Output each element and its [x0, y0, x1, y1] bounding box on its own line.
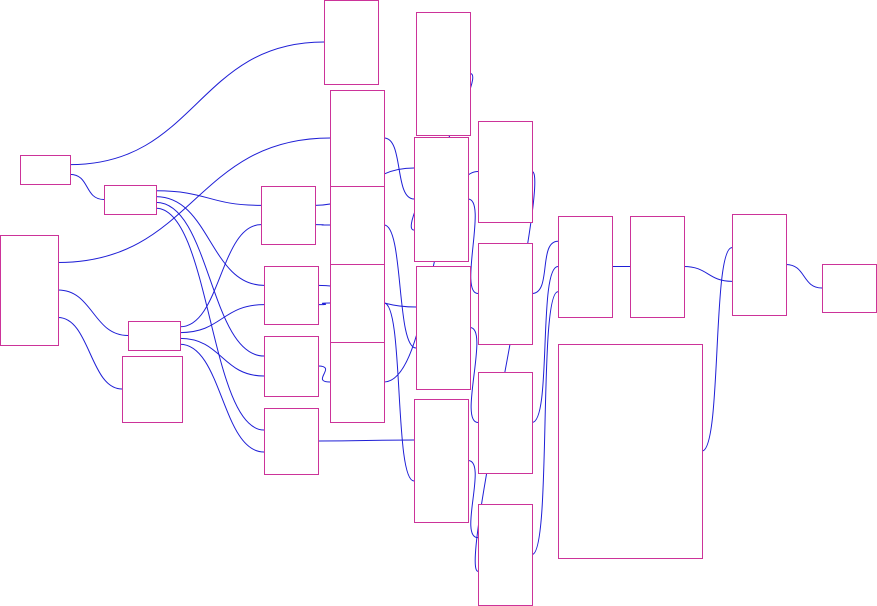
edge-n17-n21 — [469, 327, 479, 423]
edge-n02-n07 — [155, 190, 262, 206]
node-box-n16 — [414, 137, 469, 262]
node-box-n23 — [558, 344, 703, 559]
node-box-n04 — [128, 321, 181, 351]
node-box-n01 — [20, 155, 71, 185]
edge-n03-n05 — [57, 317, 123, 390]
node-box-n05 — [122, 356, 183, 423]
node-box-n19 — [478, 121, 533, 223]
node-box-n24 — [558, 216, 613, 318]
node-box-n22 — [478, 504, 533, 606]
edge-n04-n08 — [179, 304, 265, 334]
node-box-n10 — [264, 408, 319, 475]
edge-n08-n13 — [317, 302, 331, 306]
node-box-n21 — [478, 372, 533, 474]
edge-n01-n02 — [69, 173, 105, 200]
edge-n22-n24 — [531, 291, 559, 555]
edge-n16-n20 — [467, 198, 479, 294]
node-box-n11 — [330, 90, 385, 187]
edge-n04-n10 — [179, 343, 265, 453]
node-box-n27 — [732, 214, 787, 316]
node-box-n12 — [330, 186, 385, 265]
node-box-n07 — [261, 186, 316, 245]
edge-n02-n08 — [155, 196, 265, 286]
edge-n03-n11 — [57, 137, 331, 263]
node-box-n03 — [0, 235, 59, 346]
edge-n02-n09 — [155, 201, 265, 357]
edge-n20-n24 — [531, 240, 559, 294]
node-box-n13 — [330, 264, 385, 343]
node-box-n20 — [478, 243, 533, 345]
node-box-n28 — [822, 264, 877, 313]
node-box-n26 — [630, 216, 685, 318]
edge-n27-n28 — [785, 264, 823, 289]
edge-n04-n09 — [179, 337, 265, 377]
edge-n19-n22 — [474, 171, 536, 572]
edge-n21-n24 — [531, 266, 559, 423]
edge-n12-n17 — [383, 224, 417, 349]
edge-n23-n27 — [701, 247, 733, 452]
edge-n18-n22 — [467, 460, 479, 539]
node-box-n15 — [416, 12, 471, 136]
edge-n01-n06 — [69, 41, 325, 166]
edge-n26-n27 — [683, 266, 733, 282]
edge-n11-n16 — [383, 137, 415, 200]
node-box-n14 — [330, 342, 385, 423]
node-box-n18 — [414, 399, 469, 523]
edge-n10-n18 — [317, 439, 415, 442]
node-box-n17 — [416, 266, 471, 390]
node-box-n09 — [264, 336, 319, 397]
edge-n09-n14 — [317, 365, 331, 383]
edge-n03-n04 — [57, 289, 129, 336]
edge-n04-n07 — [179, 224, 262, 328]
node-box-n06 — [324, 0, 379, 85]
node-box-n08 — [264, 266, 319, 325]
node-box-n02 — [104, 185, 157, 215]
edge-n02-n10 — [155, 207, 265, 431]
edge-n13-n18 — [383, 302, 415, 482]
